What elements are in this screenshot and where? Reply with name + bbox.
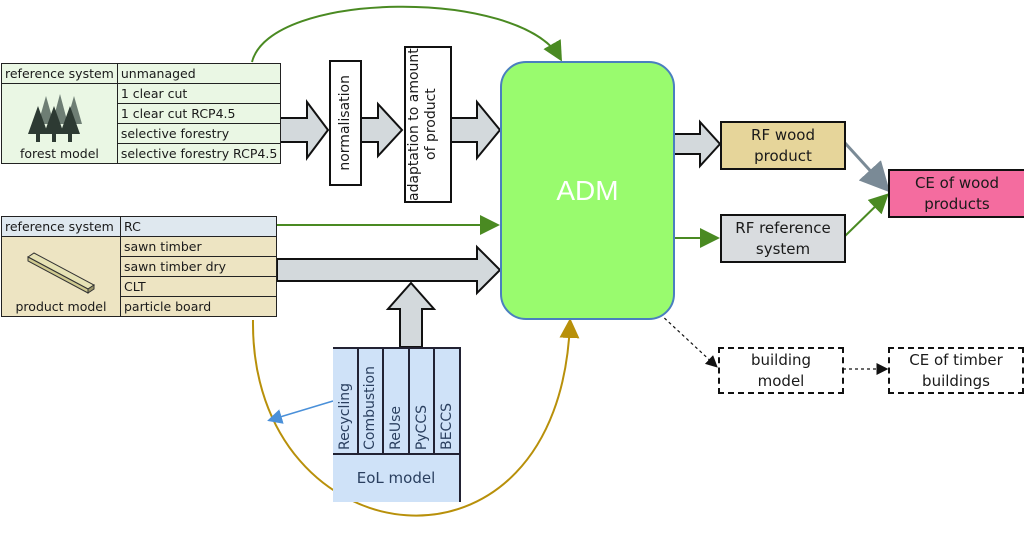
normalisation-box: normalisation xyxy=(329,60,362,186)
product-option: particle board xyxy=(120,296,277,317)
forest-scenario: selective forestry RCP4.5 xyxy=(116,143,282,164)
product-option: sawn timber xyxy=(120,236,277,257)
recycling-link xyxy=(267,400,334,424)
product-to-adm-arrow xyxy=(276,244,502,296)
product-option: sawn timber dry xyxy=(120,256,277,277)
forest-to-normalisation-arrow xyxy=(276,99,330,161)
product-model-cell: product model xyxy=(1,236,121,317)
eol-option-label: Recycling xyxy=(336,383,353,450)
eol-model-name: EoL model xyxy=(356,469,436,487)
eol-option: BECCS xyxy=(435,349,459,453)
eol-model-box: Recycling Combustion ReUse PyCCS BECCS E… xyxy=(333,347,461,502)
eol-option-label: Combustion xyxy=(362,366,379,450)
adm-to-building-link xyxy=(659,313,718,368)
adm-block: ADM xyxy=(500,61,675,320)
product-reference-label: reference system xyxy=(1,216,121,237)
eol-option-label: BECCS xyxy=(439,403,456,450)
product-reference-value: RC xyxy=(120,216,277,237)
eol-option: Combustion xyxy=(359,349,385,453)
product-model-name: product model xyxy=(15,299,107,314)
product-model-table: reference system RC product model sawn t… xyxy=(1,216,277,317)
adm-to-rf-wood-arrow xyxy=(670,119,722,169)
eol-option-label: PyCCS xyxy=(413,404,430,450)
eol-option: ReUse xyxy=(384,349,410,453)
building-model-label: building model xyxy=(750,350,812,390)
adaptation-box: adaptation to amount of product xyxy=(404,46,452,203)
normalisation-to-adaptation-arrow xyxy=(360,101,404,159)
rf-reference-system-label: RF reference system xyxy=(735,218,831,258)
forest-reference-value: unmanaged xyxy=(116,63,282,84)
rf-wood-product-label: RF wood product xyxy=(751,125,815,165)
forest-scenario: 1 clear cut xyxy=(116,83,282,104)
adaptation-to-adm-arrow xyxy=(449,99,502,161)
forest-reference-label: reference system xyxy=(1,63,118,84)
eol-option: Recycling xyxy=(333,349,359,453)
ce-timber-buildings-label: CE of timber buildings xyxy=(909,350,1003,390)
normalisation-label: normalisation xyxy=(337,75,353,171)
eol-to-product-arrow xyxy=(385,281,437,348)
eol-option-label: ReUse xyxy=(387,406,404,450)
timber-beam-icon xyxy=(27,252,95,294)
rf-wood-product-box: RF wood product xyxy=(720,121,846,170)
forest-model-cell: forest model xyxy=(1,83,118,164)
forest-model-name: forest model xyxy=(19,146,99,161)
ce-wood-products-box: CE of wood products xyxy=(888,169,1024,218)
building-model-box: building model xyxy=(718,347,844,394)
forest-scenario: selective forestry xyxy=(116,123,282,144)
rf-reference-to-ce-link xyxy=(844,193,889,237)
rf-reference-system-box: RF reference system xyxy=(720,214,846,263)
adm-label: ADM xyxy=(556,174,619,206)
product-option: CLT xyxy=(120,276,277,297)
forest-scenario: 1 clear cut RCP4.5 xyxy=(116,103,282,124)
forest-model-table: reference system unmanaged forest model … xyxy=(1,63,282,164)
adaptation-label: adaptation to amount of product xyxy=(406,48,439,201)
ce-timber-buildings-box: CE of timber buildings xyxy=(888,347,1024,394)
ce-wood-products-label: CE of wood products xyxy=(914,173,1000,213)
trees-icon xyxy=(28,94,83,142)
rf-wood-to-ce-link xyxy=(843,141,891,193)
eol-option: PyCCS xyxy=(410,349,436,453)
